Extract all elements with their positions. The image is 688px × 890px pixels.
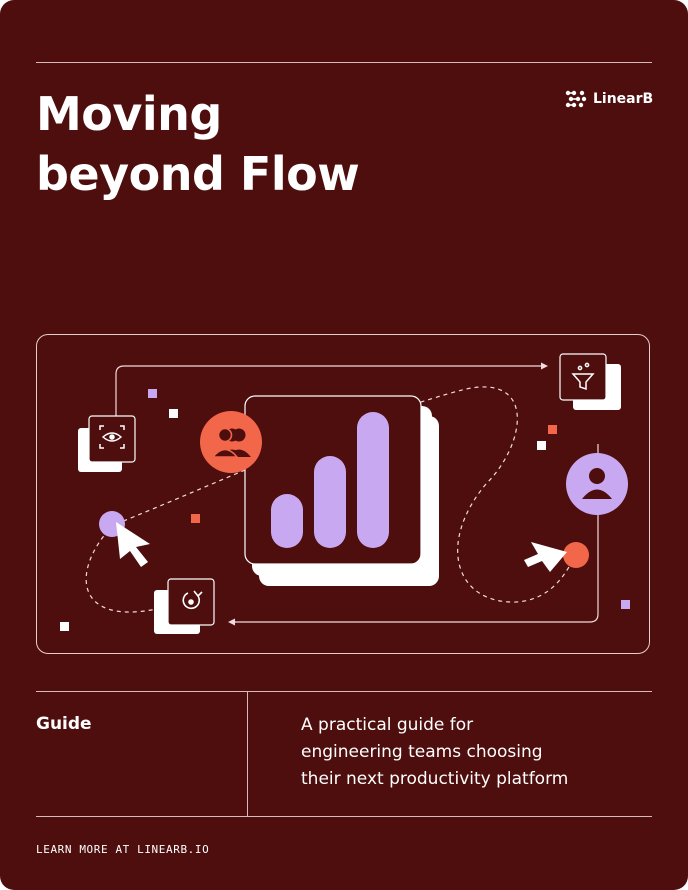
- dashed-paths: [85, 386, 577, 613]
- cursor-left: [99, 511, 150, 567]
- logo-text: LinearB: [593, 91, 654, 107]
- funnel-badge: [559, 353, 621, 410]
- arrow-head-left: [228, 618, 235, 626]
- title-line-1: Moving: [36, 87, 222, 141]
- subtitle-line-2: engineering teams choosing: [301, 742, 543, 762]
- top-rule: [36, 62, 652, 63]
- eye-icon: [99, 425, 125, 449]
- cover-title: Moving beyond Flow: [36, 84, 360, 204]
- subtitle-line-1: A practical guide for: [301, 715, 474, 735]
- doc-type-label: Guide: [36, 714, 92, 734]
- cover-subtitle: A practical guide for engineering teams …: [301, 712, 641, 793]
- team-icon: [200, 411, 262, 473]
- title-line-2: beyond Flow: [36, 147, 360, 201]
- eye-badge: [78, 415, 136, 472]
- refresh-badge: [154, 578, 215, 634]
- cursor-icon: [116, 522, 150, 567]
- footer-link-text[interactable]: LEARN MORE AT LINEARB.IO: [36, 843, 210, 856]
- arrow-head-right: [541, 362, 548, 370]
- workflow-illustration: [36, 334, 650, 654]
- confetti-squares: [60, 389, 630, 631]
- bar-chart-card: [244, 395, 439, 586]
- refresh-icon: [182, 590, 203, 610]
- cursor-right: [524, 542, 589, 572]
- vertical-divider: [247, 692, 248, 816]
- linearb-logo: LinearB: [565, 88, 653, 110]
- user-icon: [566, 453, 628, 515]
- logo-icon: [565, 90, 587, 108]
- funnel-icon: [571, 362, 595, 391]
- subtitle-line-3: their next productivity platform: [301, 769, 569, 789]
- middle-rule: [36, 691, 652, 692]
- bar-chart-icon: [271, 412, 389, 548]
- bottom-rule: [36, 816, 652, 817]
